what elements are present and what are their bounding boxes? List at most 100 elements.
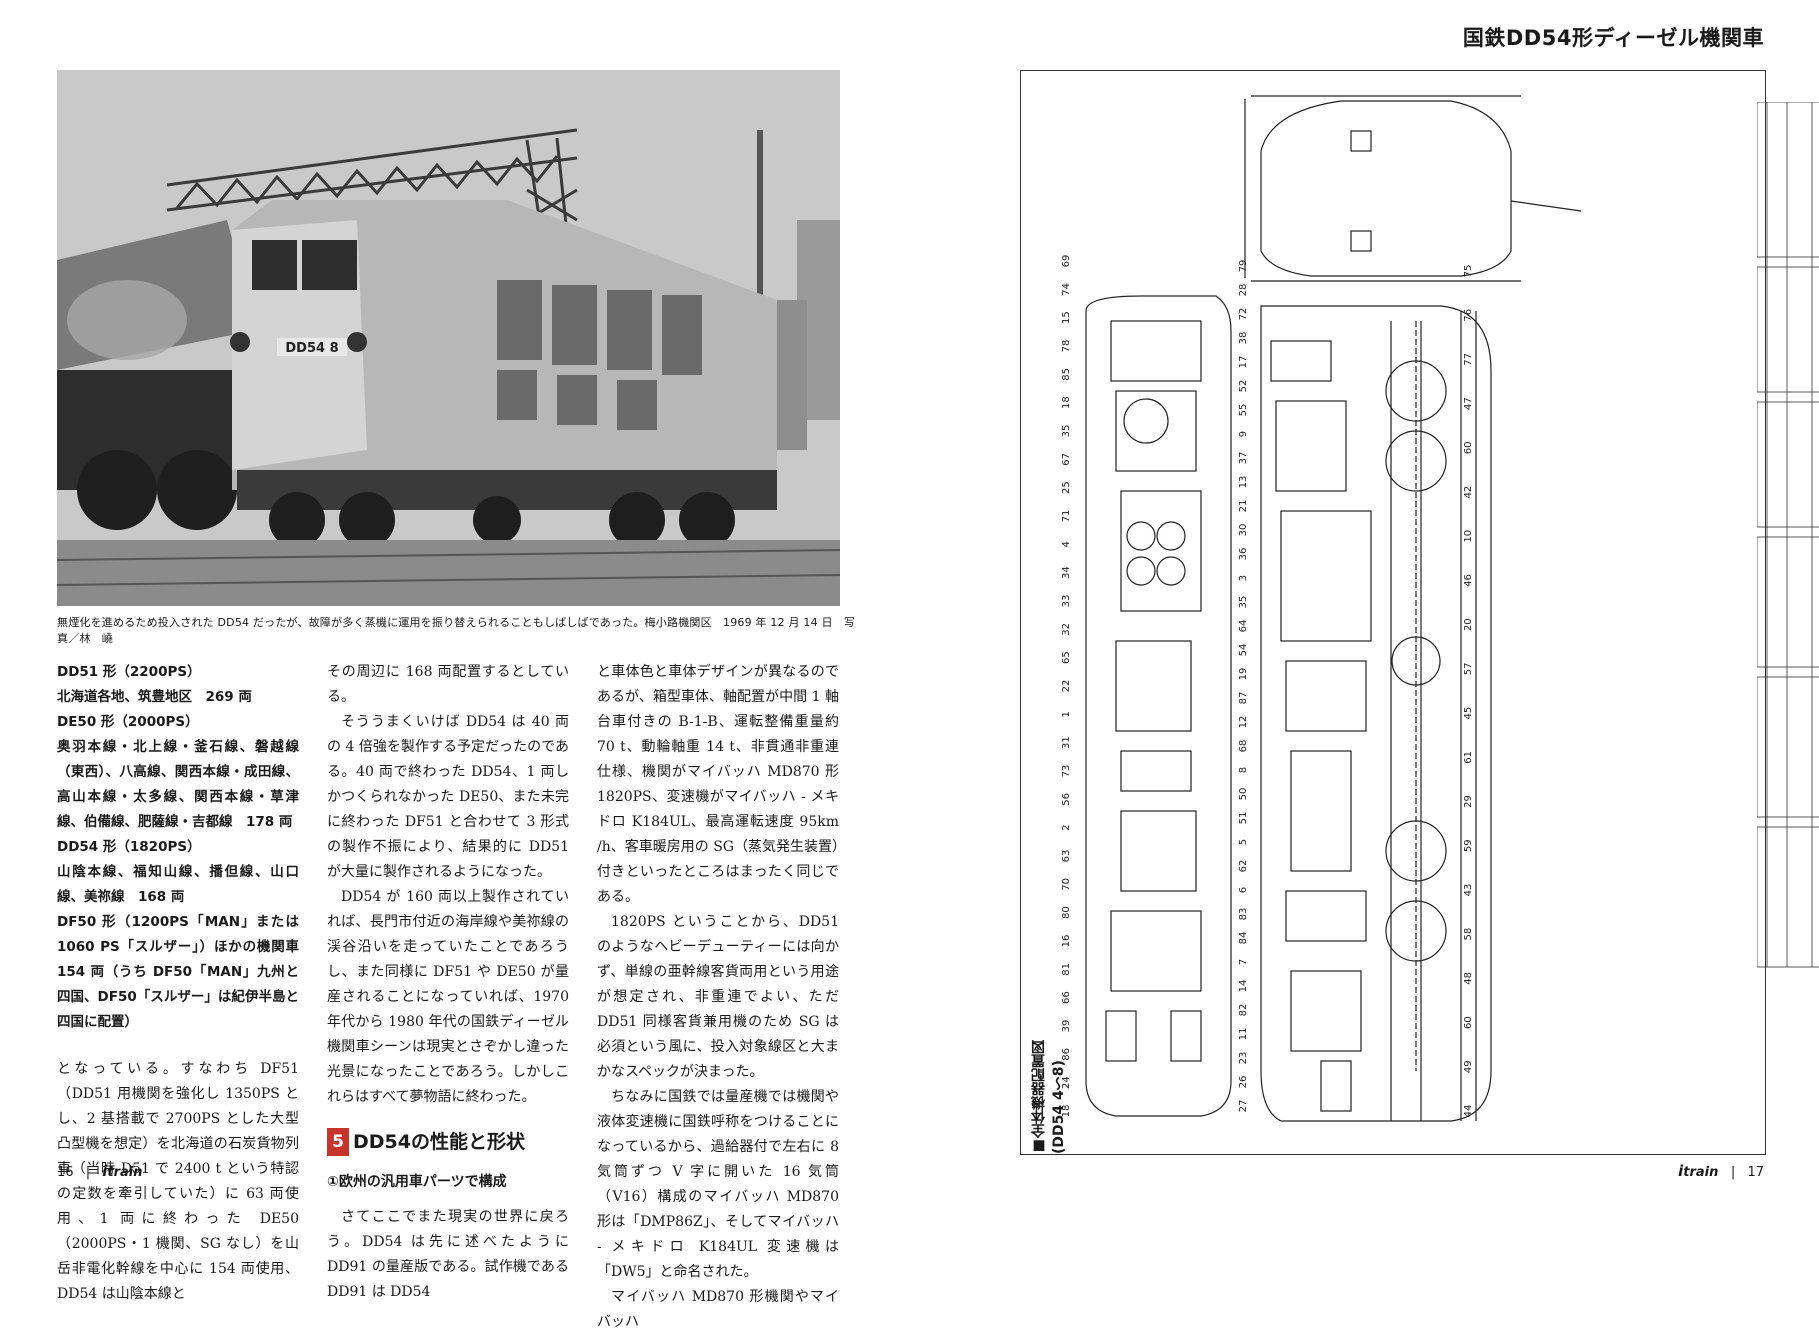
callout-number: 55 [1238, 404, 1249, 417]
body-paragraph: と車体色と車体デザインが異なるのであるが、箱型車体、軸配置が中間 1 軸台車付き… [597, 664, 839, 905]
callout-number: 85 [1061, 368, 1072, 381]
callout-number: 31 [1061, 736, 1072, 749]
callout-number: 7 [1238, 959, 1249, 965]
callout-number: 35 [1061, 425, 1072, 438]
callout-number: 86 [1061, 1048, 1072, 1061]
callout-number: 69 [1061, 255, 1072, 268]
callout-number: 75 [1463, 265, 1474, 278]
callout-number: 73 [1061, 765, 1072, 778]
callout-number: 54 [1238, 644, 1249, 657]
page-folio-left: 16 | itrain [57, 1162, 143, 1180]
callout-number: 59 [1463, 839, 1474, 852]
brand-logo: itrain [1678, 1162, 1723, 1180]
callout-number: 80 [1061, 906, 1072, 919]
diagram-title: ■全体機器配置図(DD54 4〜8) [1031, 1040, 1067, 1154]
callout-number: 16 [1061, 935, 1072, 948]
callout-number: 11 [1238, 1028, 1249, 1041]
brand-name: train [1683, 1165, 1719, 1180]
callout-number: 84 [1238, 932, 1249, 945]
callout-number: 45 [1463, 707, 1474, 720]
callout-number: 29 [1463, 795, 1474, 808]
callout-number: 71 [1061, 510, 1072, 523]
callout-number: 78 [1061, 340, 1072, 353]
section-title: DD54の性能と形状 [353, 1130, 525, 1153]
callout-number: 20 [1463, 618, 1474, 631]
callout-number: 68 [1238, 740, 1249, 753]
subsection-title: ①欧州の汎用車パーツで構成 [327, 1174, 507, 1190]
callout-number: 8 [1238, 767, 1249, 773]
callout-number: 32 [1061, 623, 1072, 636]
callout-number: 77 [1463, 353, 1474, 366]
callout-number: 46 [1463, 574, 1474, 587]
callout-number: 22 [1061, 680, 1072, 693]
body-paragraph: さてここでまた現実の世界に戻ろう。DD54 は先に述べたように DD91 の量産… [327, 1209, 569, 1300]
page-number: 17 [1747, 1165, 1764, 1180]
photo-caption: 無煙化を進めるため投入された DD54 だったが、故障が多く蒸機に運用を振り替え… [57, 616, 856, 645]
brand-logo-mark: i [102, 1162, 108, 1180]
locomotive-photo-illustration: DD54 8 [57, 70, 840, 606]
page-folio-right: itrain | 17 [1678, 1162, 1764, 1180]
callout-number: 62 [1238, 860, 1249, 873]
text-column-3: と車体色と車体デザインが異なるのであるが、箱型車体、軸配置が中間 1 軸台車付き… [597, 660, 839, 1335]
callout-number: 48 [1463, 972, 1474, 985]
callout-number: 57 [1463, 663, 1474, 676]
roster-line: 奥羽本線・北上線・釜石線、磐越線（東西）、八高線、関西本線・成田線、高山本線・太… [57, 739, 299, 830]
body-paragraph: 1820PS ということから、DD51 のようなヘビーデューティーには向かず、単… [597, 914, 839, 1080]
callout-number: 24 [1061, 1076, 1072, 1089]
callout-number: 14 [1238, 980, 1249, 993]
body-paragraph: ちなみに国鉄では量産機では機関や液体変速機に国鉄呼称をつけることになっているから… [597, 1089, 839, 1280]
callout-number: 23 [1238, 1052, 1249, 1065]
roster-line: DD54 形（1820PS） [57, 839, 201, 855]
callout-number: 37 [1238, 452, 1249, 465]
callout-number: 36 [1238, 548, 1249, 561]
parts-list-grid [1757, 102, 1819, 968]
callout-number: 13 [1238, 476, 1249, 489]
callout-number: 3 [1238, 575, 1249, 581]
roster-line: DE50 形（2000PS） [57, 714, 199, 730]
diagram-drawing: 6974157885183567257143433326522131735626… [1061, 95, 1582, 1122]
callout-number: 2 [1061, 824, 1072, 830]
callout-number: 18 [1061, 1105, 1072, 1118]
callout-number: 27 [1238, 1100, 1249, 1113]
callout-number: 28 [1238, 284, 1249, 297]
callout-number: 74 [1061, 283, 1072, 296]
callout-number: 42 [1463, 486, 1474, 499]
callout-number: 66 [1061, 991, 1072, 1004]
callout-number: 81 [1061, 963, 1072, 976]
callout-number: 38 [1238, 332, 1249, 345]
running-title: 国鉄DD54形ディーゼル機関車 [1462, 26, 1764, 50]
roster-line: 山陰本線、福知山線、播但線、山口線、美祢線 168 両 [57, 864, 299, 905]
callout-number: 82 [1238, 1004, 1249, 1017]
callout-number: 83 [1238, 908, 1249, 921]
callout-number: 56 [1061, 793, 1072, 806]
brand-name: train [107, 1165, 143, 1180]
body-paragraph: その周辺に 168 両配置するとしている。 [327, 664, 569, 705]
callout-number: 58 [1463, 928, 1474, 941]
callout-number: 60 [1463, 441, 1474, 454]
brand-logo: itrain [102, 1162, 143, 1180]
callout-number: 30 [1238, 524, 1249, 537]
section-heading: 5 DD54の性能と形状 [327, 1128, 569, 1156]
body-paragraph: となっている。すなわち DF51（DD51 用機関を強化し 1350PS とし、… [57, 1061, 299, 1302]
callout-number: 4 [1061, 541, 1072, 547]
callout-number: 6 [1238, 887, 1249, 893]
roster-line: 北海道各地、筑豊地区 269 両 [57, 689, 252, 705]
callout-number: 60 [1463, 1016, 1474, 1029]
callout-number: 52 [1238, 380, 1249, 393]
callout-number: 21 [1238, 500, 1249, 513]
callout-number: 49 [1463, 1060, 1474, 1073]
callout-number: 34 [1061, 566, 1072, 579]
callout-number: 39 [1061, 1020, 1072, 1033]
callout-number: 1 [1061, 711, 1072, 717]
callout-number: 44 [1463, 1105, 1474, 1118]
callout-number: 43 [1463, 884, 1474, 897]
callout-number: 17 [1238, 356, 1249, 369]
text-column-1: DD51 形（2200PS） 北海道各地、筑豊地区 269 両 DE50 形（2… [57, 660, 299, 1307]
callout-number: 12 [1238, 716, 1249, 729]
callout-number: 64 [1238, 620, 1249, 633]
callout-number: 72 [1238, 308, 1249, 321]
locomotive-photo: DD54 8 [57, 70, 840, 606]
callout-number: 70 [1061, 878, 1072, 891]
callout-number: 10 [1463, 530, 1474, 543]
